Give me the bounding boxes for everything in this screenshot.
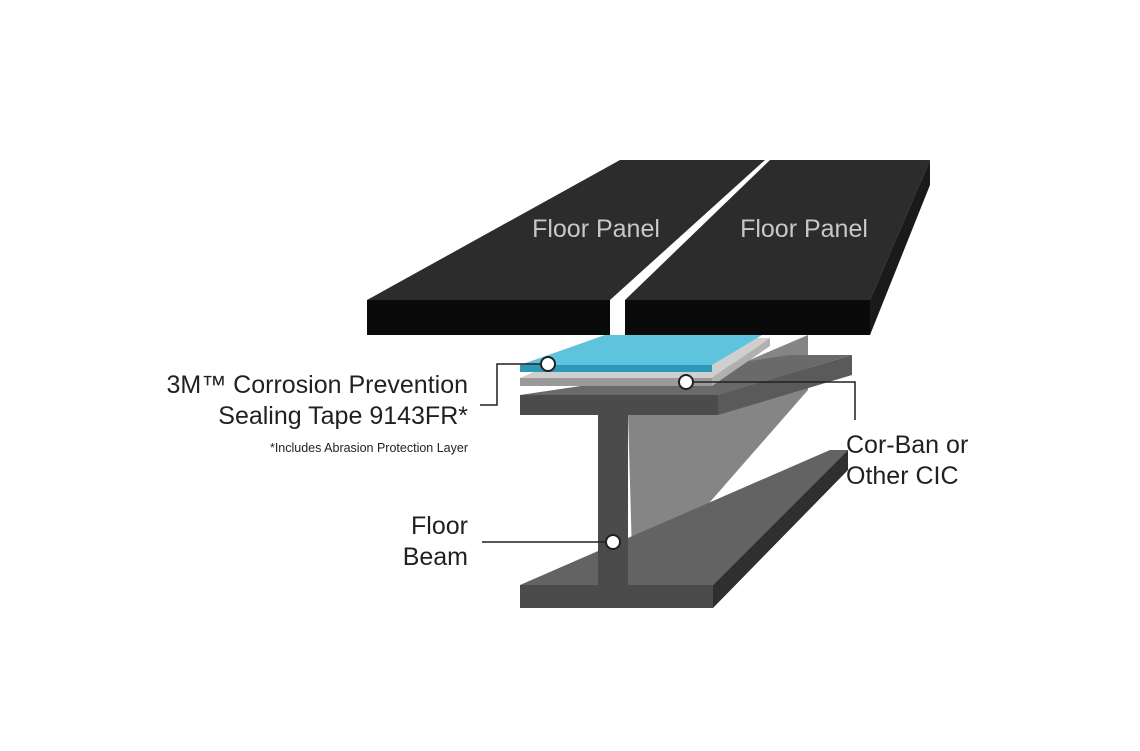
beam-callout-line2: Beam: [402, 543, 468, 571]
beam-top-flange-front: [520, 395, 718, 415]
cic-callout-label: Cor-Ban or Other CIC: [846, 430, 968, 492]
tape-callout-line2: Sealing Tape 9143FR*: [218, 402, 468, 430]
cic-layer-side: [712, 338, 770, 386]
floor-panel-right-label: Floor Panel: [740, 215, 868, 243]
beam-web-front: [598, 414, 628, 589]
beam-bottom-flange-front: [520, 585, 713, 608]
cic-layer-edge: [520, 378, 712, 386]
cic-callout-line2: Other CIC: [846, 462, 959, 490]
floor-panel-left-top: [367, 160, 765, 300]
cic-callout-line1: Cor-Ban or: [846, 431, 969, 459]
floor-panel-right-top: [625, 160, 930, 300]
beam-callout-label: Floor Beam: [403, 511, 468, 573]
floor-panel-right-side: [870, 160, 930, 335]
floor-panel-right-front: [625, 300, 870, 335]
beam-marker: [605, 534, 621, 550]
tape-footnote: *Includes Abrasion Protection Layer: [269, 441, 468, 455]
floor-panel-left-label: Floor Panel: [532, 215, 660, 243]
sealing-tape-edge: [520, 365, 712, 372]
tape-leader-line: [480, 363, 548, 406]
sealing-tape: [520, 335, 762, 365]
beam-top-flange-side: [718, 355, 852, 415]
cic-leader-line: [686, 381, 856, 420]
tape-callout-line1: 3M™ Corrosion Prevention: [166, 371, 468, 399]
tape-callout-label: 3M™ Corrosion Prevention Sealing Tape 91…: [166, 370, 468, 432]
beam-callout-line1: Floor: [411, 512, 468, 540]
cic-marker: [678, 374, 694, 390]
tape-marker: [540, 356, 556, 372]
floor-panel-left-front: [367, 300, 610, 335]
beam-bottom-flange-side: [713, 450, 848, 608]
